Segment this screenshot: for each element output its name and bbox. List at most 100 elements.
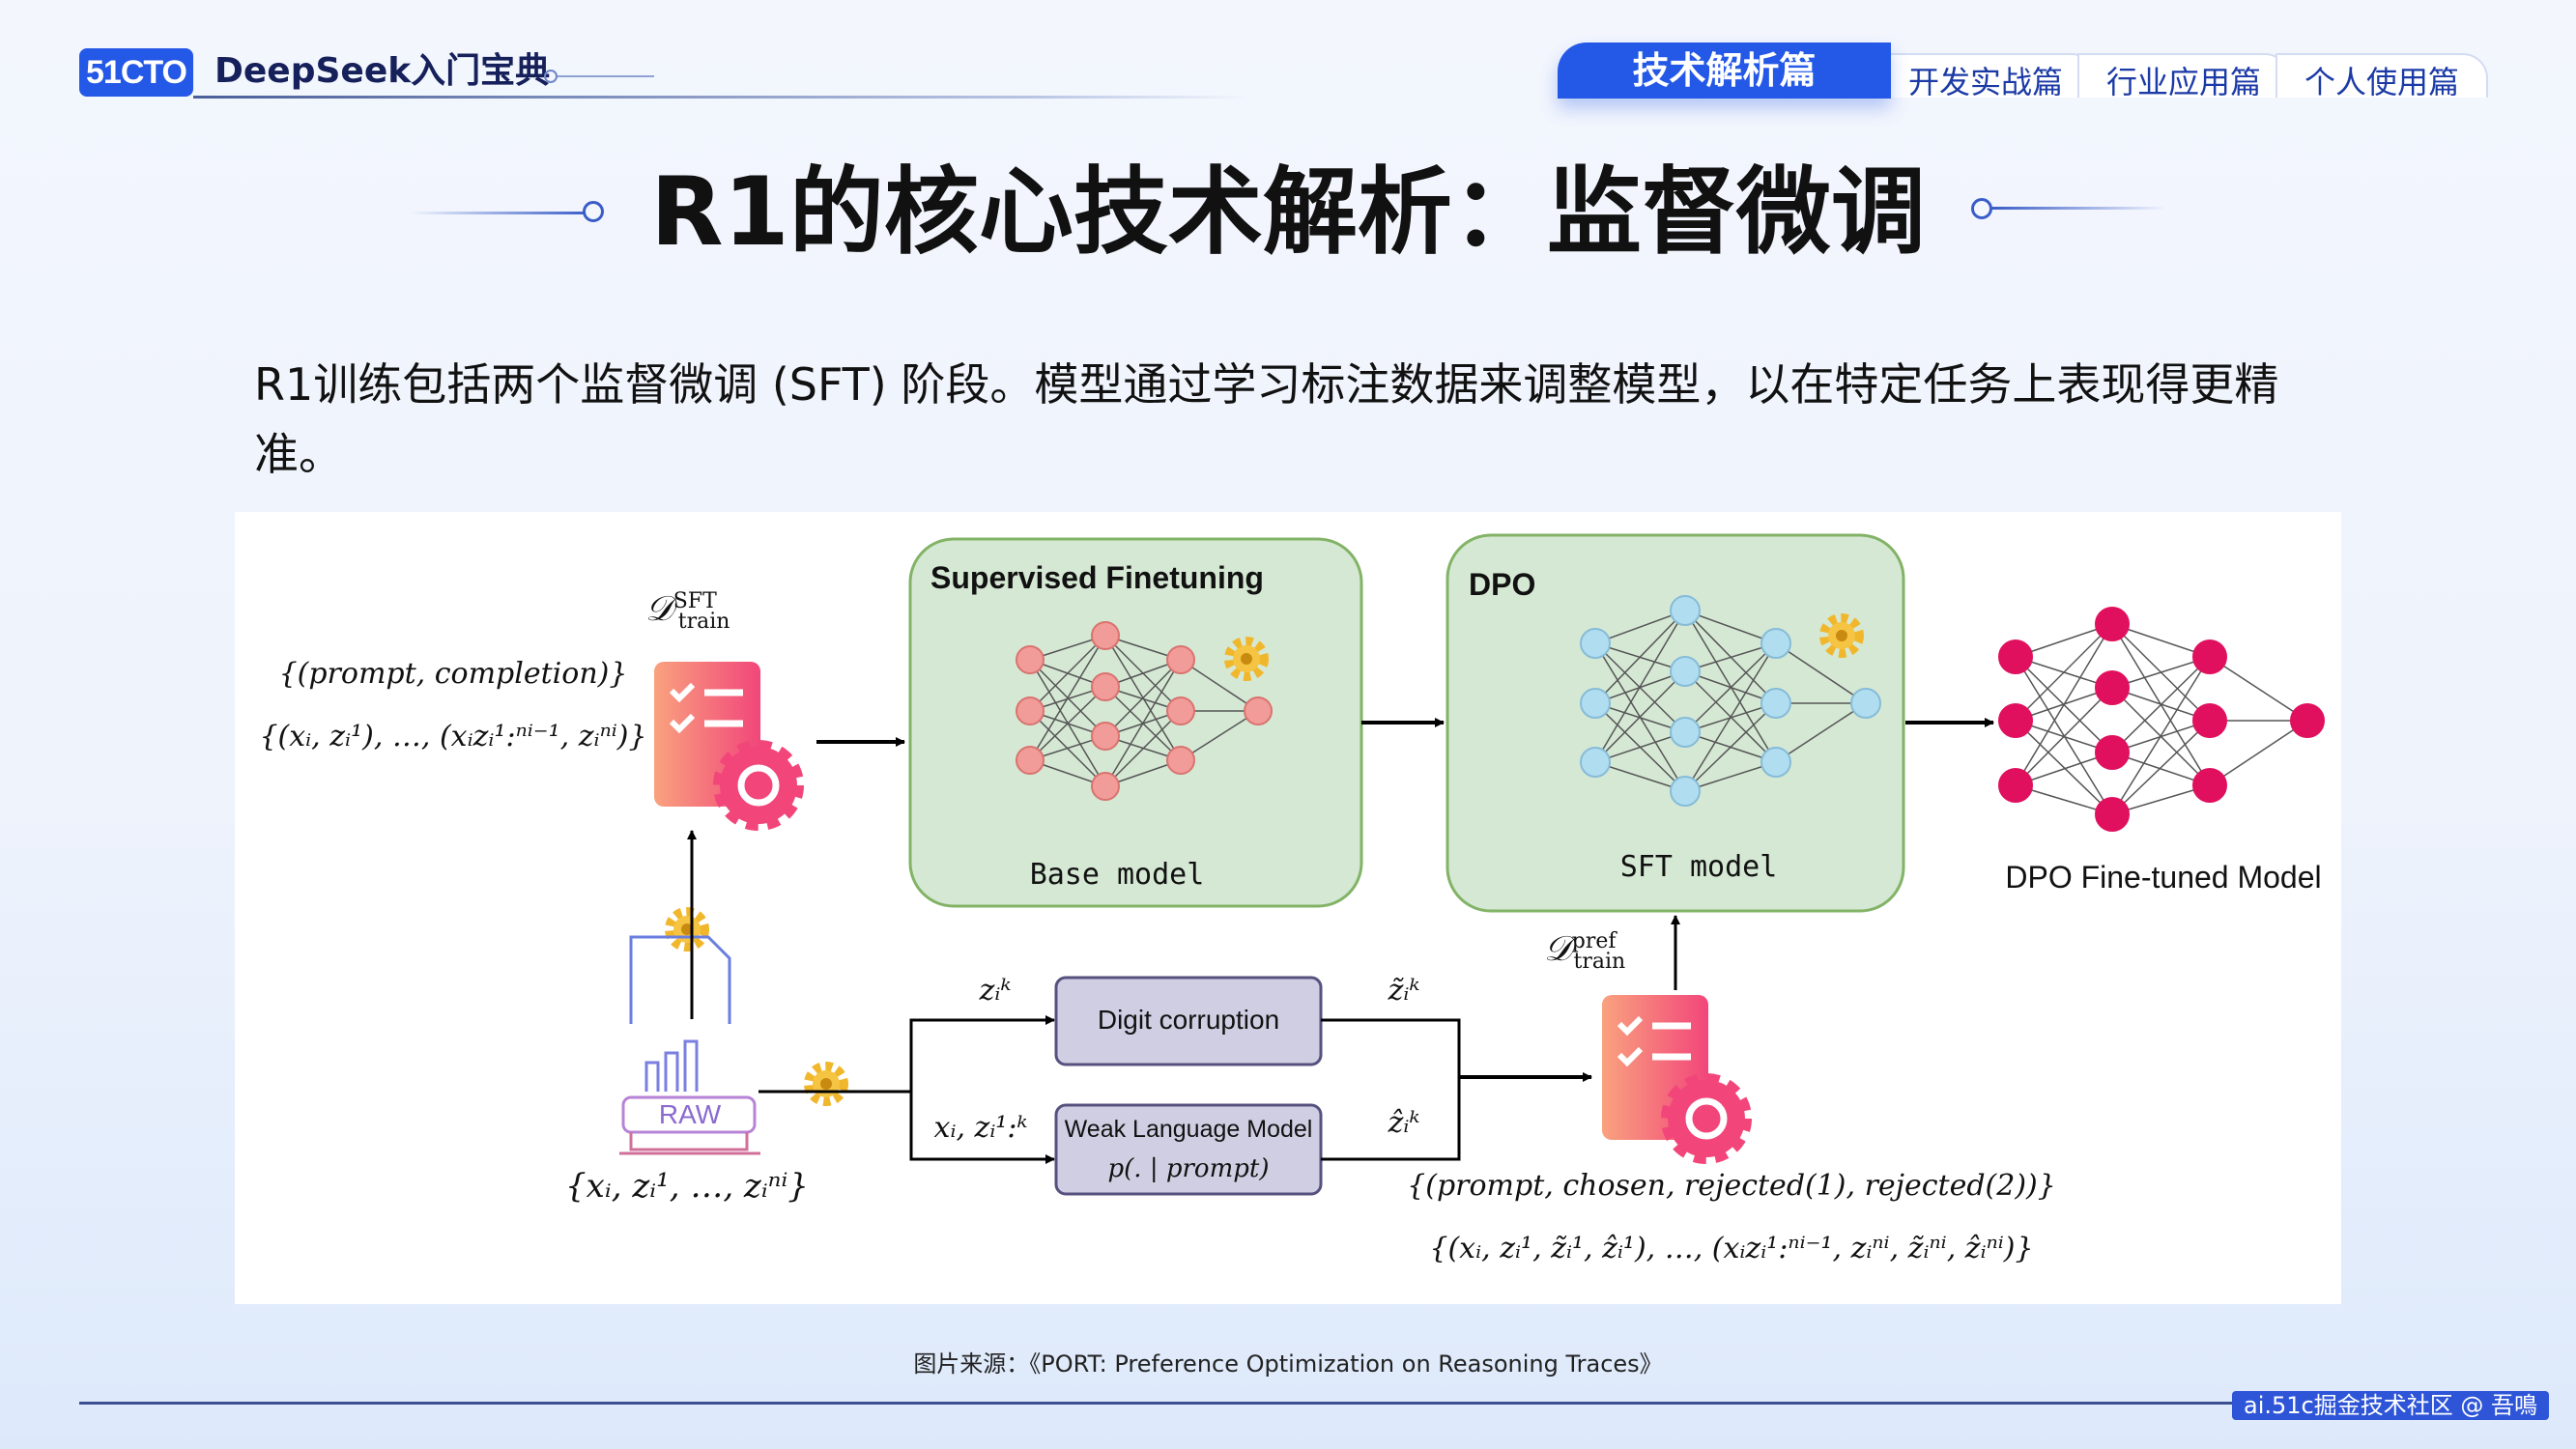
- network-edge: [1684, 642, 1777, 792]
- network-edge: [1104, 659, 1182, 787]
- dpo-finetuned-network: [1998, 607, 2325, 832]
- network-node: [1091, 772, 1120, 801]
- network-node: [1580, 747, 1611, 778]
- tab-personal[interactable]: 个人使用篇: [2275, 53, 2488, 100]
- d-symbol: 𝒟: [1544, 929, 1572, 969]
- z-tilde-k-label: z̃ᵢᵏ: [1388, 974, 1420, 1008]
- network-node: [1166, 645, 1195, 674]
- network-edge: [1775, 702, 1867, 763]
- network-node: [2095, 797, 2130, 832]
- network-node: [1016, 696, 1045, 725]
- network-edge: [1775, 642, 1867, 704]
- network-node: [2192, 703, 2227, 738]
- network-node: [1850, 688, 1881, 719]
- title-decoration-right: [1992, 207, 2166, 210]
- header-decoration-dot: [544, 70, 558, 83]
- network-node: [1580, 628, 1611, 659]
- network-node: [1244, 696, 1273, 725]
- base-model-network: [1016, 621, 1273, 801]
- network-node: [1016, 746, 1045, 775]
- network-edge: [1029, 635, 1106, 712]
- final-model-label: DPO Fine-tuned Model: [2005, 860, 2322, 895]
- network-node: [1670, 595, 1701, 626]
- watermark: ai.51c掘金技术社区 @ 吾鳴: [2232, 1391, 2549, 1420]
- pref-dataset-icon: [1602, 995, 1745, 1157]
- pref-formula-tuples: {(xᵢ, zᵢ¹, z̃ᵢ¹, ẑᵢ¹), …, (xᵢzᵢ¹:ⁿⁱ⁻¹, z…: [1429, 1232, 2034, 1265]
- d-symbol: 𝒟: [645, 589, 673, 629]
- network-node: [2192, 768, 2227, 803]
- tab-industry[interactable]: 行业应用篇: [2077, 53, 2290, 100]
- title-decoration-left: [411, 212, 589, 214]
- network-node: [2095, 670, 2130, 705]
- network-node: [2192, 639, 2227, 674]
- z-hat-k-label: ẑᵢᵏ: [1388, 1106, 1420, 1140]
- sft-model-network: [1580, 595, 1881, 807]
- network-edge: [2111, 656, 2211, 753]
- weak-lm-label: Weak Language Model: [1064, 1116, 1313, 1143]
- sft-box-title: Supervised Finetuning: [930, 560, 1264, 595]
- network-node: [1998, 703, 2033, 738]
- network-edge: [2111, 656, 2211, 815]
- network-node: [2290, 703, 2325, 738]
- sft-formula-tuples: {(xᵢ, zᵢ¹), …, (xᵢzᵢ¹:ⁿⁱ⁻¹, zᵢⁿⁱ)}: [259, 720, 647, 753]
- network-edge: [1594, 610, 1686, 704]
- image-source-caption: 图片来源：《PORT: Preference Optimization on R…: [913, 1350, 1663, 1378]
- network-edge: [2015, 687, 2113, 786]
- d-sub: train: [677, 610, 730, 635]
- network-edge: [1594, 610, 1686, 644]
- network-node: [1166, 746, 1195, 775]
- page-title: R1的核心技术解析：监督微调: [650, 157, 1926, 268]
- network-edge: [2015, 623, 2113, 722]
- tab-tech-analysis[interactable]: 技术解析篇: [1558, 43, 1891, 99]
- gear-icon: [809, 1066, 844, 1101]
- network-node: [1760, 747, 1791, 778]
- d-sup: SFT: [673, 589, 717, 613]
- network-edge: [1104, 659, 1182, 737]
- sft-dpo-diagram: Supervised Finetuning Base model DPO SFT…: [235, 512, 2341, 1304]
- network-edge: [2111, 720, 2211, 815]
- network-edge: [1180, 659, 1259, 712]
- network-node: [1091, 672, 1120, 701]
- network-edge: [2015, 720, 2113, 815]
- network-edge: [2015, 623, 2113, 786]
- gear-icon: [670, 912, 704, 947]
- network-edge: [2209, 656, 2308, 722]
- network-edge: [1594, 761, 1686, 792]
- network-edge: [1594, 610, 1686, 763]
- weak-lm-box: [1054, 1103, 1323, 1196]
- z-k-label: zᵢᵏ: [979, 974, 1012, 1008]
- dpo-box-title: DPO: [1469, 567, 1536, 602]
- sft-formula-prompt-completion: {(prompt, completion)}: [278, 657, 628, 691]
- network-edge: [1684, 642, 1777, 733]
- network-node: [2095, 735, 2130, 770]
- header-divider: [193, 96, 1246, 99]
- network-edge: [1684, 642, 1777, 672]
- weak-lm-formula: p(. | prompt): [1107, 1154, 1270, 1183]
- network-edge: [2209, 720, 2308, 786]
- network-node: [1760, 688, 1791, 719]
- title-decoration-ring-left: [583, 201, 604, 222]
- network-edge: [1594, 731, 1686, 763]
- network-edge: [1684, 702, 1777, 792]
- digit-corruption-label: Digit corruption: [1097, 1005, 1280, 1035]
- header-decoration-line: [558, 75, 654, 77]
- network-node: [1998, 768, 2033, 803]
- intro-paragraph: R1训练包括两个监督微调 (SFT) 阶段。模型通过学习标注数据来调整模型，以在…: [254, 358, 2279, 480]
- footer-divider: [79, 1402, 2244, 1405]
- network-edge: [1104, 710, 1182, 787]
- network-node: [1580, 688, 1611, 719]
- sft-model-label: SFT model: [1619, 850, 1778, 884]
- network-node: [1091, 621, 1120, 650]
- network-node: [1016, 645, 1045, 674]
- raw-data-icon: [619, 935, 760, 1155]
- d-sub: train: [1573, 950, 1626, 975]
- network-node: [1670, 656, 1701, 687]
- network-edge: [1684, 761, 1777, 792]
- network-node: [2095, 607, 2130, 641]
- base-model-label: Base model: [1029, 858, 1205, 892]
- logo-51cto: 51CTO: [79, 48, 193, 97]
- d-sup: pref: [1571, 929, 1617, 953]
- network-node: [1998, 639, 2033, 674]
- tab-dev-practice[interactable]: 开发实战篇: [1875, 53, 2097, 100]
- sft-dataset-icon: [654, 662, 797, 824]
